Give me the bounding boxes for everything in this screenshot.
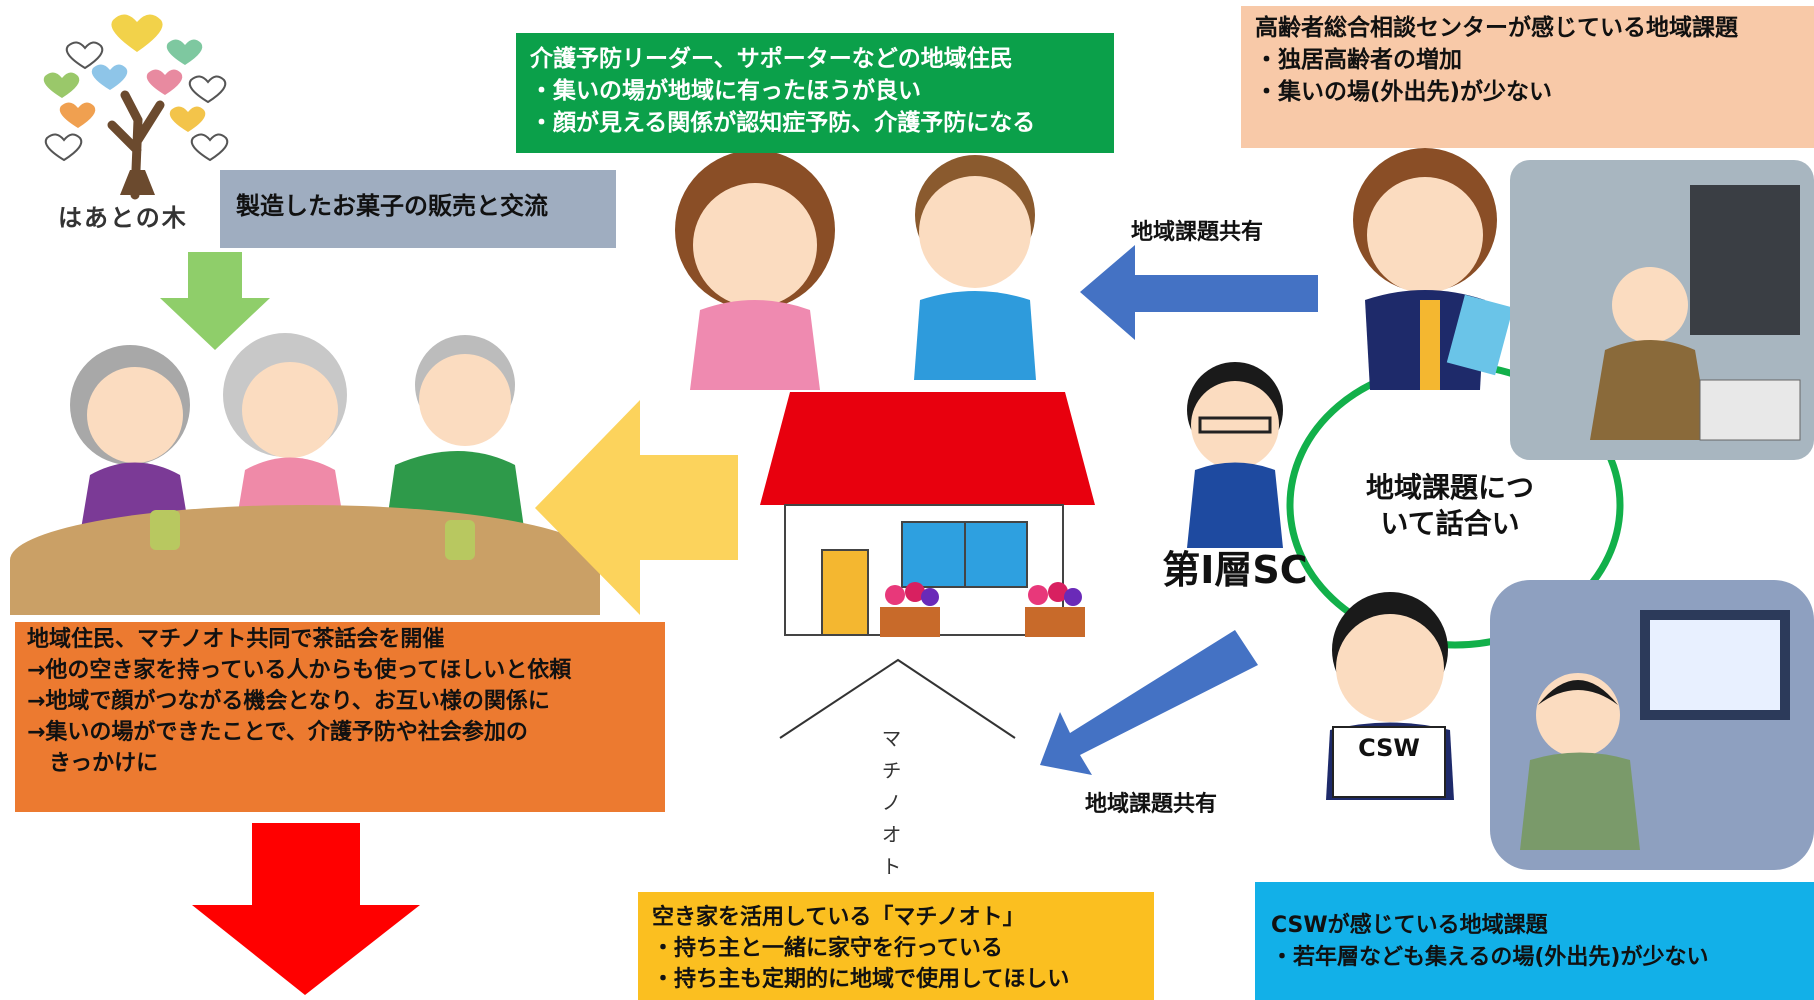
- tree-logo-caption: はあとの木: [58, 204, 188, 232]
- issue-share-label-top: 地域課題共有: [1131, 220, 1264, 245]
- residents-box-line: ・顔が見える関係が認知症予防、介護予防になる: [530, 110, 1036, 136]
- center-box-line: 高齢者総合相談センターが感じている地域課題: [1255, 15, 1738, 41]
- machinooto-box: 空き家を活用している「マチノオト」 ・持ち主と一緒に家守を行っている ・持ち主も…: [638, 892, 1154, 1000]
- blue-arrow-down-left: [1040, 630, 1258, 775]
- outcome-box-line: きっかけに: [27, 751, 159, 776]
- csw-box-line: CSWが感じている地域課題: [1271, 913, 1548, 938]
- outcome-box-line: →集いの場ができたことで、介護予防や社会参加の: [27, 720, 528, 745]
- residents-box-line: ・集いの場が地域に有ったほうが良い: [530, 78, 921, 104]
- machinooto-box-line: ・持ち主も定期的に地域で使用してほしい: [652, 967, 1070, 992]
- sc-staff-illustration: [1187, 362, 1283, 548]
- csw-sign-board: [1332, 726, 1446, 798]
- house-illustration: [760, 392, 1095, 637]
- elderly-tea-group-illustration: [10, 333, 600, 615]
- community-residents-illustration: [675, 150, 1036, 390]
- sc-label: 第Ⅰ層SC: [1162, 548, 1308, 592]
- outcome-box-line: 地域住民、マチノオト共同で茶話会を開催: [27, 627, 445, 652]
- tea-party-outcome-box: 地域住民、マチノオト共同で茶話会を開催 →他の空き家を持っている人からも使ってほ…: [15, 622, 665, 812]
- sweets-sales-box: 製造したお菓子の販売と交流: [220, 170, 616, 248]
- machinooto-box-line: 空き家を活用している「マチノオト」: [652, 905, 1025, 930]
- csw-box-line: ・若年層なども集えるの場(外出先)が少ない: [1271, 945, 1709, 970]
- blue-arrow-left: [1080, 245, 1318, 340]
- center-staff-illustration: [1353, 148, 1514, 390]
- green-arrow-down: [160, 252, 270, 350]
- issue-share-label-bottom: 地域課題共有: [1085, 792, 1218, 817]
- sweets-box-line: 製造したお菓子の販売と交流: [236, 192, 548, 220]
- csw-issues-box: CSWが感じている地域課題 ・若年層なども集えるの場(外出先)が少ない: [1255, 882, 1814, 1000]
- outcome-box-line: →地域で顔がつながる機会となり、お互い様の関係に: [27, 689, 550, 714]
- residents-box-line: 介護予防リーダー、サポーターなどの地域住民: [530, 46, 1013, 72]
- machinooto-vertical-label: マチノオト: [878, 728, 902, 888]
- red-arrow-down: [192, 823, 420, 995]
- machinooto-box-line: ・持ち主と一緒に家守を行っている: [652, 936, 1003, 961]
- young-person-panel: [1490, 580, 1814, 870]
- center-box-line: ・独居高齢者の増加: [1255, 47, 1462, 73]
- residents-opinion-box: 介護予防リーダー、サポーターなどの地域住民 ・集いの場が地域に有ったほうが良い …: [516, 33, 1114, 153]
- center-box-line: ・集いの場(外出先)が少ない: [1255, 79, 1553, 105]
- csw-staff-illustration: [1326, 592, 1454, 800]
- roof-chevron-line: [779, 658, 1016, 739]
- outcome-box-line: →他の空き家を持っている人からも使ってほしいと依頼: [27, 658, 572, 683]
- tree-logo-icon: [43, 14, 229, 200]
- yellow-arrow-left: [535, 400, 738, 615]
- lonely-elder-panel: [1510, 160, 1814, 460]
- csw-sign-label: CSW: [1358, 734, 1420, 762]
- discussion-label: 地域課題について話合い: [1365, 471, 1534, 540]
- center-issues-box: 高齢者総合相談センターが感じている地域課題 ・独居高齢者の増加 ・集いの場(外出…: [1241, 6, 1814, 148]
